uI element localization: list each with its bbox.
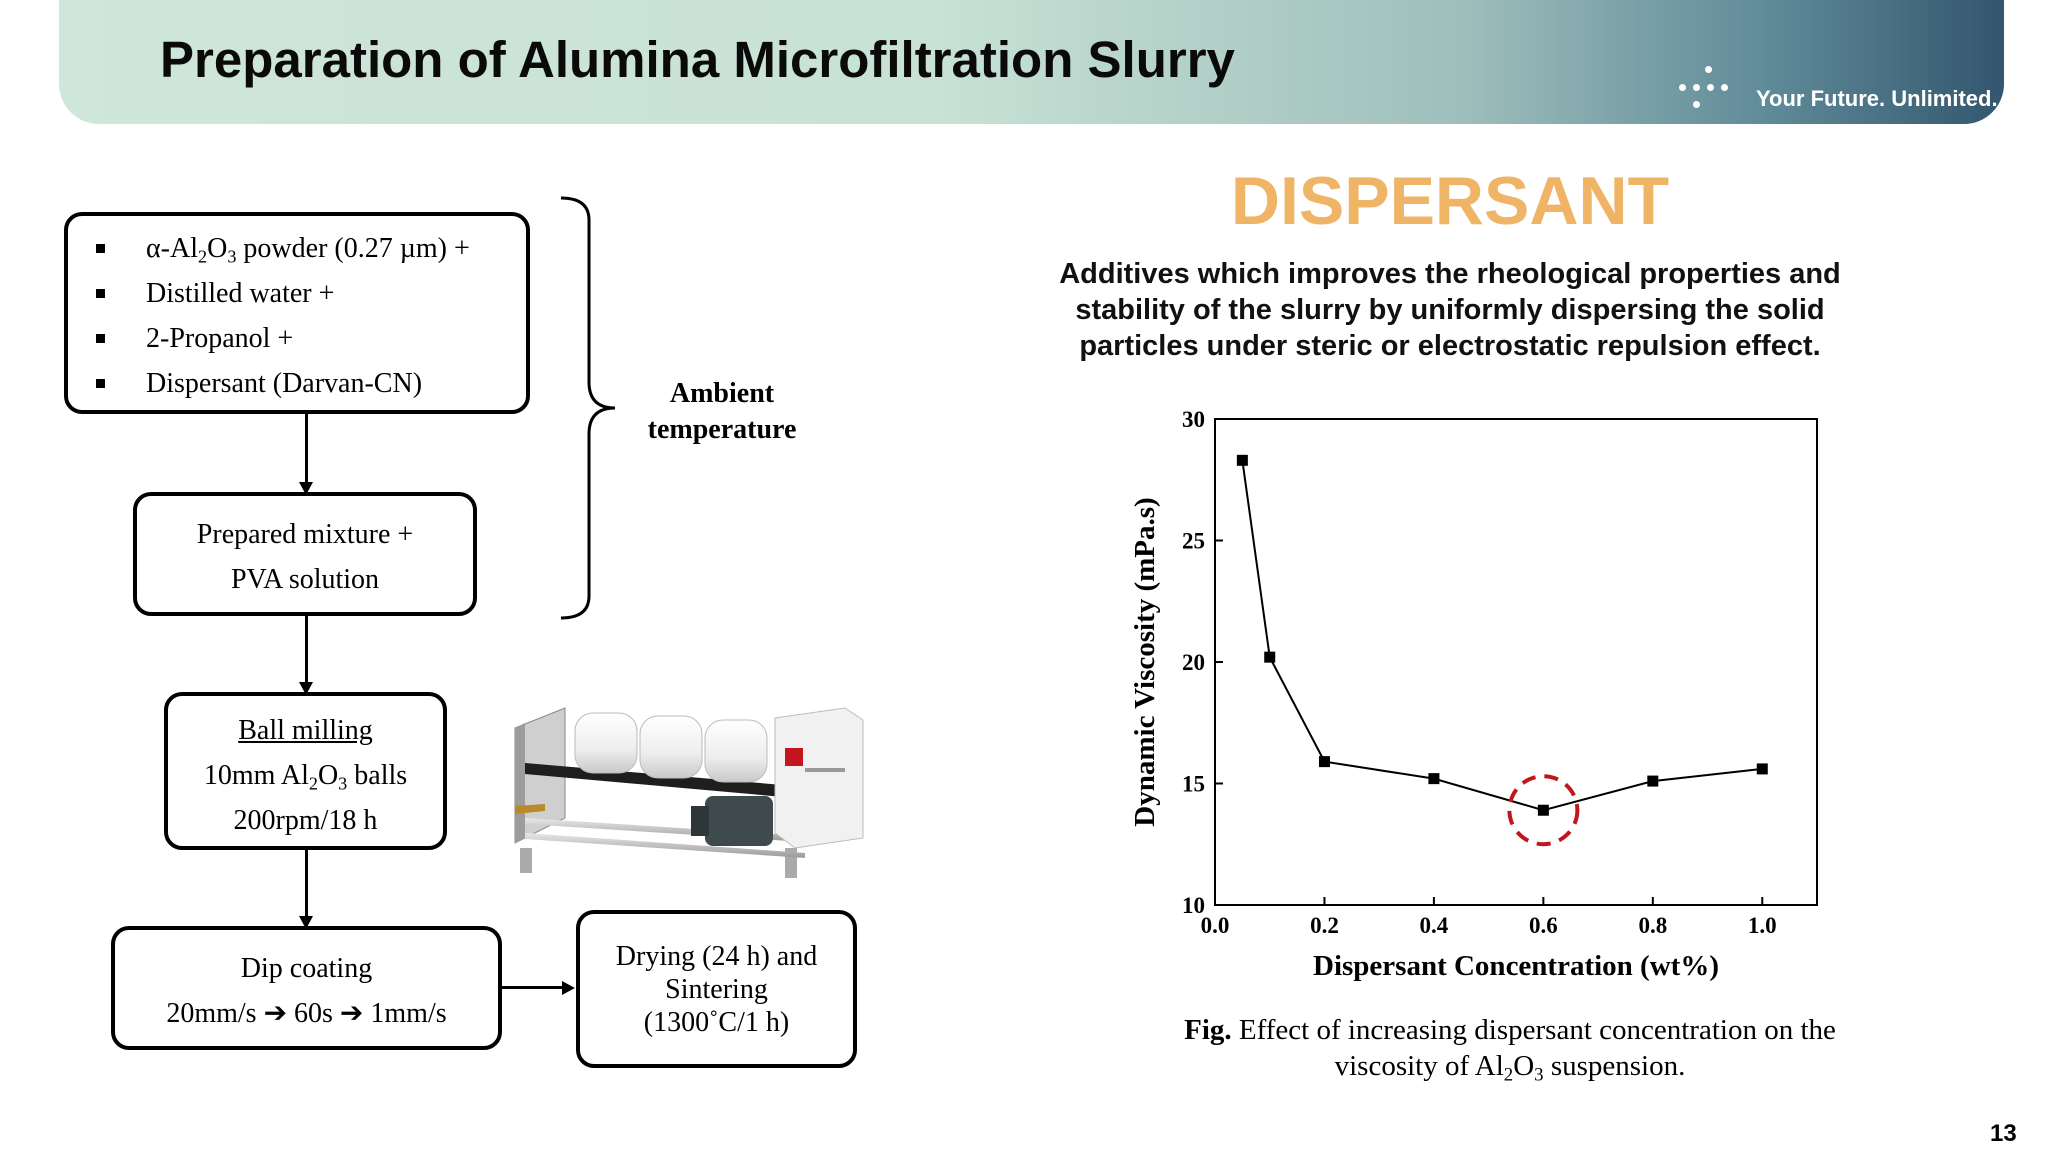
x-tick-label: 0.8 <box>1638 913 1667 938</box>
ball-mill-machine-image <box>514 707 864 878</box>
mixture-line2: PVA solution <box>230 564 380 595</box>
data-point <box>1236 454 1248 466</box>
x-tick-label: 0.6 <box>1529 913 1558 938</box>
flow-arrow <box>299 916 313 929</box>
dip-sequence: 20mm/s ➔ 60s ➔ 1mm/s <box>166 998 447 1029</box>
milling-balls: 10mm Al2O3 balls <box>203 760 408 794</box>
input-alumina-powder: α-Al2O3 powder (0.27 µm) + <box>96 226 526 271</box>
input-dispersant: Dispersant (Darvan-CN) <box>96 361 526 406</box>
logo-dots-icon <box>1679 66 1739 110</box>
input-distilled-water: Distilled water + <box>96 271 526 316</box>
ambient-bracket <box>560 196 616 620</box>
flow-connector <box>305 414 308 484</box>
data-point <box>1647 775 1659 787</box>
flow-arrow <box>299 682 313 695</box>
data-point <box>1756 763 1768 775</box>
drying-line1: Drying (24 h) and <box>615 941 818 972</box>
dip-coating-box: Dip coating 20mm/s ➔ 60s ➔ 1mm/s <box>111 926 502 1050</box>
dispersant-description: Additives which improves the rheological… <box>1059 258 1841 362</box>
milling-speed: 200rpm/18 h <box>233 805 378 836</box>
flow-connector <box>305 616 308 684</box>
ambient-temperature-label: Ambient temperature <box>647 378 797 445</box>
flow-arrow <box>562 981 575 995</box>
milling-title: Ball milling <box>238 715 373 746</box>
flow-arrow <box>299 482 313 495</box>
inputs-box: α-Al2O3 powder (0.27 µm) + Distilled wat… <box>64 212 530 414</box>
header-banner: Preparation of Alumina Microfiltration S… <box>59 0 2004 124</box>
x-tick-label: 1.0 <box>1748 913 1777 938</box>
data-point <box>1428 773 1440 785</box>
drying-line2: Sintering <box>665 974 768 1005</box>
y-tick-label: 15 <box>1182 772 1205 797</box>
figure-caption: Fig. Effect of increasing dispersant con… <box>1184 1014 1836 1086</box>
x-tick-label: 0.2 <box>1310 913 1339 938</box>
dispersant-heading: DISPERSANT <box>1230 163 1670 239</box>
x-tick-label: 0.4 <box>1420 913 1449 938</box>
x-tick-label: 0.0 <box>1201 913 1230 938</box>
y-axis-label: Dynamic Viscosity (mPa.s) <box>1129 497 1161 826</box>
y-tick-label: 25 <box>1182 529 1205 554</box>
plot-frame <box>1214 418 1818 906</box>
data-point <box>1318 756 1330 768</box>
y-tick-label: 30 <box>1182 407 1205 432</box>
x-axis-label: Dispersant Concentration (wt%) <box>1313 950 1719 982</box>
y-tick-label: 20 <box>1182 650 1205 675</box>
data-point <box>1264 651 1276 663</box>
drying-line3: (1300˚C/1 h) <box>643 1007 790 1038</box>
page-title: Preparation of Alumina Microfiltration S… <box>160 31 1235 88</box>
slogan: Your Future. Unlimited. <box>1756 86 1998 111</box>
highlight-circle <box>1507 774 1580 847</box>
y-tick-label: 10 <box>1182 893 1205 918</box>
caption-bold: Fig. <box>1184 1014 1232 1046</box>
mixture-box: Prepared mixture + PVA solution <box>133 492 477 616</box>
dip-title: Dip coating <box>240 953 373 984</box>
data-point <box>1537 804 1549 816</box>
mixture-line1: Prepared mixture + <box>196 519 414 550</box>
page-number: 13 <box>1990 1120 2017 1147</box>
input-propanol: 2-Propanol + <box>96 316 526 361</box>
ball-milling-box: Ball milling 10mm Al2O3 balls 200rpm/18 … <box>164 692 447 850</box>
drying-sintering-box: Drying (24 h) and Sintering (1300˚C/1 h) <box>576 910 857 1068</box>
flow-connector <box>305 850 308 918</box>
flow-connector <box>502 986 564 989</box>
